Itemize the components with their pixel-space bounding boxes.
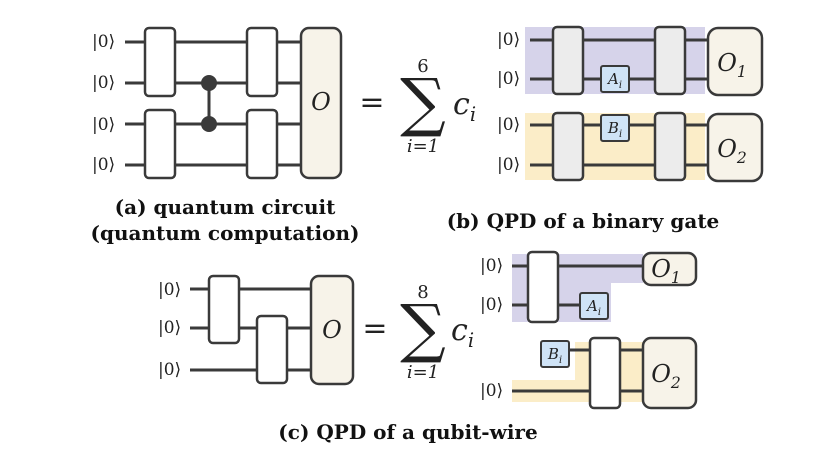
input-ket: |0⟩ xyxy=(497,69,520,89)
gate-b-label: Bi xyxy=(547,345,562,366)
coefficient: ci xyxy=(451,313,474,352)
two-qubit-gate xyxy=(143,108,177,180)
input-ket: |0⟩ xyxy=(158,280,181,300)
observable-box-1 xyxy=(641,251,698,287)
input-ket: |0⟩ xyxy=(480,381,503,401)
caption-a-line2: (quantum computation) xyxy=(91,221,360,245)
input-ket: |0⟩ xyxy=(480,256,503,276)
equation-b: = 6 ∑ i=1 ci xyxy=(359,56,476,157)
sum-upper-limit: 8 xyxy=(417,282,428,303)
two-qubit-gate xyxy=(588,336,622,410)
two-qubit-gate xyxy=(653,111,687,182)
two-qubit-gate xyxy=(526,250,560,324)
sum-symbol: ∑ xyxy=(400,66,446,140)
sum-symbol: ∑ xyxy=(400,292,446,366)
input-ket: |0⟩ xyxy=(497,30,520,50)
two-qubit-gate xyxy=(143,26,177,98)
input-ket: |0⟩ xyxy=(92,32,115,52)
local-gate-b xyxy=(540,340,570,368)
two-qubit-gate xyxy=(245,108,279,180)
input-ket: |0⟩ xyxy=(92,155,115,175)
gate-b-label: Bi xyxy=(607,119,622,140)
observable-label: O xyxy=(322,316,342,344)
two-qubit-gate xyxy=(255,314,289,385)
observable-box xyxy=(299,26,343,180)
input-ket: |0⟩ xyxy=(92,115,115,135)
input-ket: |0⟩ xyxy=(92,73,115,93)
caption-a-line1: (a) quantum circuit xyxy=(115,195,336,219)
control-dot xyxy=(201,75,217,91)
panel-c-subcircuits: |0⟩ |0⟩ |0⟩ Ai Bi O1 O2 xyxy=(480,250,698,410)
observable-1-label: O1 xyxy=(717,49,747,81)
observable-2-label: O2 xyxy=(651,360,681,392)
input-ket: |0⟩ xyxy=(480,295,503,315)
panel-c-circuit: |0⟩ |0⟩ |0⟩ O xyxy=(158,274,355,386)
equals-sign: = xyxy=(359,85,384,120)
caption-c: (c) QPD of a qubit-wire xyxy=(278,420,537,444)
local-gate-b xyxy=(600,114,630,142)
two-qubit-gate xyxy=(551,111,585,182)
two-qubit-gate xyxy=(207,274,241,345)
panel-a-circuit: |0⟩ |0⟩ |0⟩ |0⟩ O (a) quantum circuit (q… xyxy=(91,26,360,245)
observable-1-label: O1 xyxy=(651,255,681,287)
local-gate-a xyxy=(579,292,609,320)
input-ket: |0⟩ xyxy=(158,318,181,338)
input-ket: |0⟩ xyxy=(497,115,520,135)
observable-box-1 xyxy=(706,26,764,97)
observable-box-2 xyxy=(641,336,698,410)
two-qubit-gate xyxy=(551,25,585,96)
equation-c: = 8 ∑ i=1 ci xyxy=(362,282,474,383)
observable-box xyxy=(309,274,355,386)
coefficient: ci xyxy=(453,87,476,126)
panel-b-circuit: |0⟩ |0⟩ |0⟩ |0⟩ Ai Bi O1 O2 (b) QPD of a… xyxy=(447,25,764,233)
two-qubit-gate xyxy=(653,25,687,96)
observable-box-2 xyxy=(706,112,764,183)
local-gate-a xyxy=(600,65,630,93)
two-qubit-gate xyxy=(245,26,279,98)
sum-lower-limit: i=1 xyxy=(407,362,439,383)
sum-lower-limit: i=1 xyxy=(407,136,439,157)
observable-label: O xyxy=(311,88,331,116)
input-ket: |0⟩ xyxy=(158,360,181,380)
input-ket: |0⟩ xyxy=(497,155,520,175)
observable-2-label: O2 xyxy=(717,135,747,167)
gate-a-label: Ai xyxy=(606,70,622,91)
control-dot xyxy=(201,116,217,132)
gate-a-label: Ai xyxy=(585,297,601,318)
sum-upper-limit: 6 xyxy=(417,56,428,77)
caption-b: (b) QPD of a binary gate xyxy=(447,209,720,233)
equals-sign: = xyxy=(362,311,387,346)
